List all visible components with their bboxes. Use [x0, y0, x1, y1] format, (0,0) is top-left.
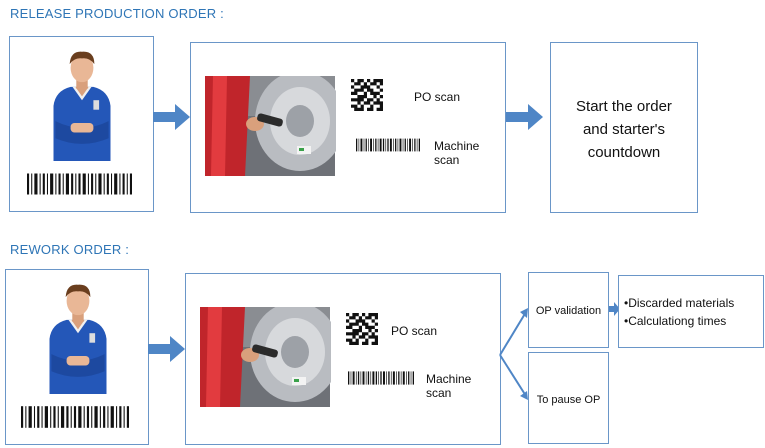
start-order-line3: countdown [587, 144, 661, 161]
scanning-photo-icon [204, 76, 336, 176]
release-section-title: RELEASE PRODUCTION ORDER : [10, 6, 224, 21]
machine-scan-label: Machine scan [434, 139, 480, 167]
operator-photo-icon [40, 278, 116, 396]
machine-barcode-icon [348, 370, 414, 386]
qr-code-icon [351, 79, 383, 111]
pause-op-label: To pause OP [536, 394, 601, 406]
arrow-right-icon [506, 104, 543, 130]
start-order-card: Start the order and starter's countdown [550, 42, 698, 213]
start-order-line2: and starter's [582, 121, 666, 138]
arrow-right-icon [609, 302, 620, 316]
start-order-text: Start the order and starter's countdown [551, 95, 697, 164]
release-operator-card [9, 36, 154, 212]
arrow-right-icon [153, 104, 190, 130]
branch-arrows [499, 308, 528, 400]
machine-barcode-icon [356, 137, 420, 153]
rework-operator-card [5, 269, 149, 445]
outcome-discarded-materials: •Discarded materials [624, 296, 735, 310]
op-validation-box: OP validation [528, 272, 609, 348]
operator-photo-icon [44, 45, 120, 163]
po-scan-label: PO scan [414, 90, 461, 104]
release-scan-card: PO scan Machine scan [190, 42, 506, 213]
start-order-line1: Start the order [576, 98, 672, 115]
rework-outcomes-box: •Discarded materials •Calculationg times [618, 275, 764, 348]
op-validation-label: OP validation [535, 305, 602, 317]
operator-barcode-icon [27, 173, 132, 195]
pause-op-box: To pause OP [528, 352, 609, 444]
arrow-right-icon [148, 336, 185, 362]
po-scan-label: PO scan [391, 324, 438, 338]
machine-scan-label: Machine scan [426, 372, 472, 400]
operator-barcode-icon [21, 406, 129, 428]
rework-scan-card: PO scan Machine scan [185, 273, 501, 445]
rework-section-title: REWORK ORDER : [10, 242, 130, 257]
qr-code-icon [346, 312, 378, 346]
outcome-calculating-times: •Calculationg times [624, 314, 727, 328]
scanning-photo-icon [199, 307, 331, 407]
